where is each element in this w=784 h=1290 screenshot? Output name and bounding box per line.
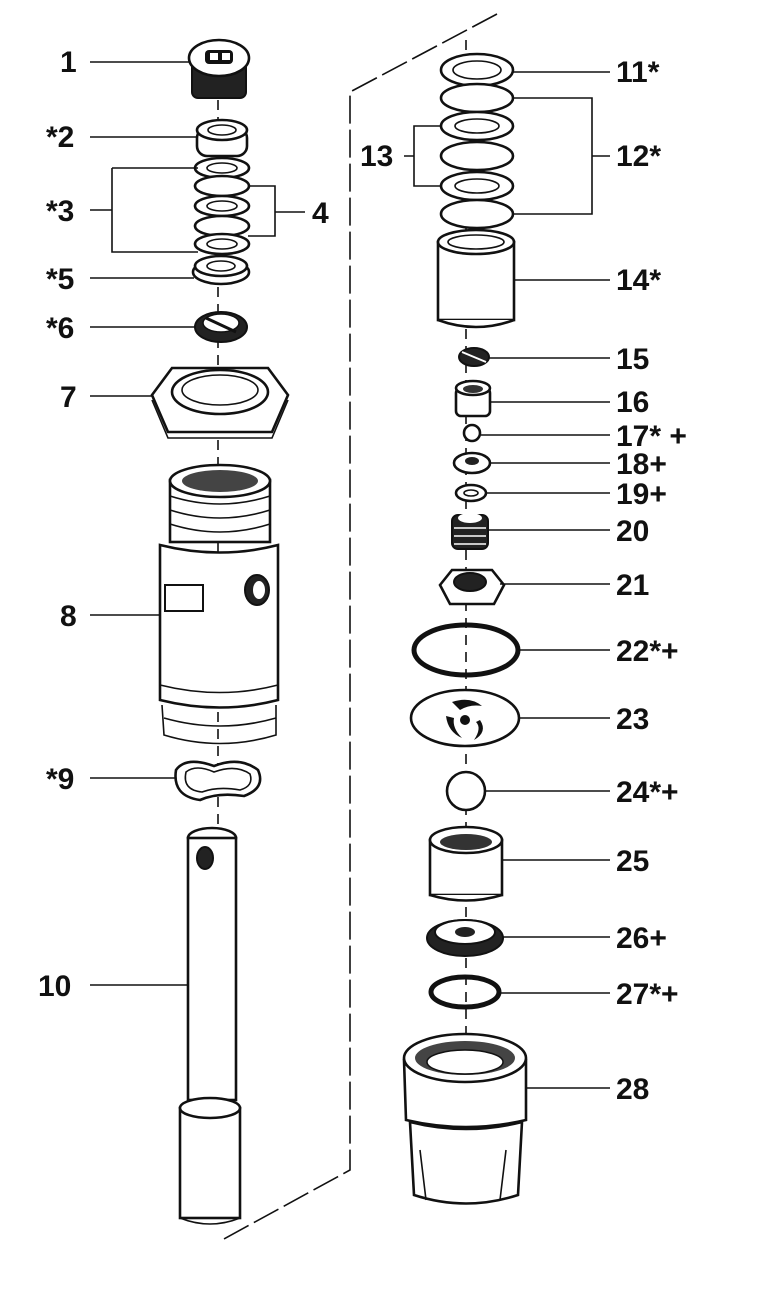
part-11-13-spring-stack bbox=[439, 52, 515, 230]
label-part-27: 27*+ bbox=[616, 978, 679, 1011]
label-part-19: 19+ bbox=[616, 478, 667, 511]
leader-lines bbox=[90, 61, 610, 1089]
part-1-plug bbox=[187, 38, 251, 99]
part-28-intake-housing bbox=[402, 1032, 528, 1205]
label-part-15: 15 bbox=[616, 343, 649, 376]
label-part-1: 1 bbox=[60, 46, 77, 79]
label-part-11: 11* bbox=[616, 56, 660, 89]
label-part-24: 24*+ bbox=[616, 776, 679, 809]
label-part-6: *6 bbox=[46, 312, 74, 345]
part-7-hex-nut bbox=[150, 366, 290, 439]
label-part-7: 7 bbox=[60, 381, 77, 414]
label-part-12: 12* bbox=[616, 140, 661, 173]
label-part-17: 17* + bbox=[616, 420, 687, 453]
part-21-hex-fitting bbox=[438, 568, 506, 606]
label-part-4: 4 bbox=[312, 197, 329, 230]
label-part-14: 14* bbox=[616, 264, 661, 297]
part-10-shaft bbox=[178, 826, 242, 1225]
part-9-gasket bbox=[174, 760, 262, 802]
label-part-9: *9 bbox=[46, 763, 74, 796]
label-part-20: 20 bbox=[616, 515, 649, 548]
label-part-8: 8 bbox=[60, 600, 77, 633]
label-part-28: 28 bbox=[616, 1073, 649, 1106]
part-17-ball bbox=[462, 423, 482, 443]
label-part-18: 18+ bbox=[616, 448, 667, 481]
part-27-o-ring bbox=[428, 974, 502, 1010]
label-part-10: 10 bbox=[38, 970, 71, 1003]
label-part-25: 25 bbox=[616, 845, 649, 878]
part-22-o-ring bbox=[411, 622, 521, 678]
part-2-ring bbox=[195, 118, 249, 158]
part-16-cup bbox=[454, 379, 492, 418]
label-part-2: *2 bbox=[46, 121, 74, 154]
part-15-seat bbox=[458, 347, 490, 367]
label-part-26: 26+ bbox=[616, 922, 667, 955]
part-6-nut bbox=[194, 311, 248, 343]
part-5-washer bbox=[191, 254, 251, 286]
part-19-o-ring bbox=[454, 483, 488, 503]
label-part-3: *3 bbox=[46, 195, 74, 228]
part-23-plate bbox=[409, 688, 521, 748]
label-part-16: 16 bbox=[616, 386, 649, 419]
part-14-sleeve bbox=[436, 228, 516, 329]
part-25-cage bbox=[428, 825, 504, 902]
part-3-4-spring bbox=[193, 156, 251, 256]
assembly-connector-line bbox=[221, 13, 498, 1241]
part-18-washer bbox=[452, 451, 492, 475]
label-part-22: 22*+ bbox=[616, 635, 679, 668]
part-20-spring bbox=[451, 513, 489, 550]
part-24-ball bbox=[445, 770, 487, 812]
label-part-5: *5 bbox=[46, 263, 74, 296]
part-8-housing bbox=[158, 463, 280, 745]
label-part-21: 21 bbox=[616, 569, 649, 602]
label-part-23: 23 bbox=[616, 703, 649, 736]
label-part-13: 13 bbox=[360, 140, 393, 173]
part-26-seat bbox=[426, 919, 504, 957]
